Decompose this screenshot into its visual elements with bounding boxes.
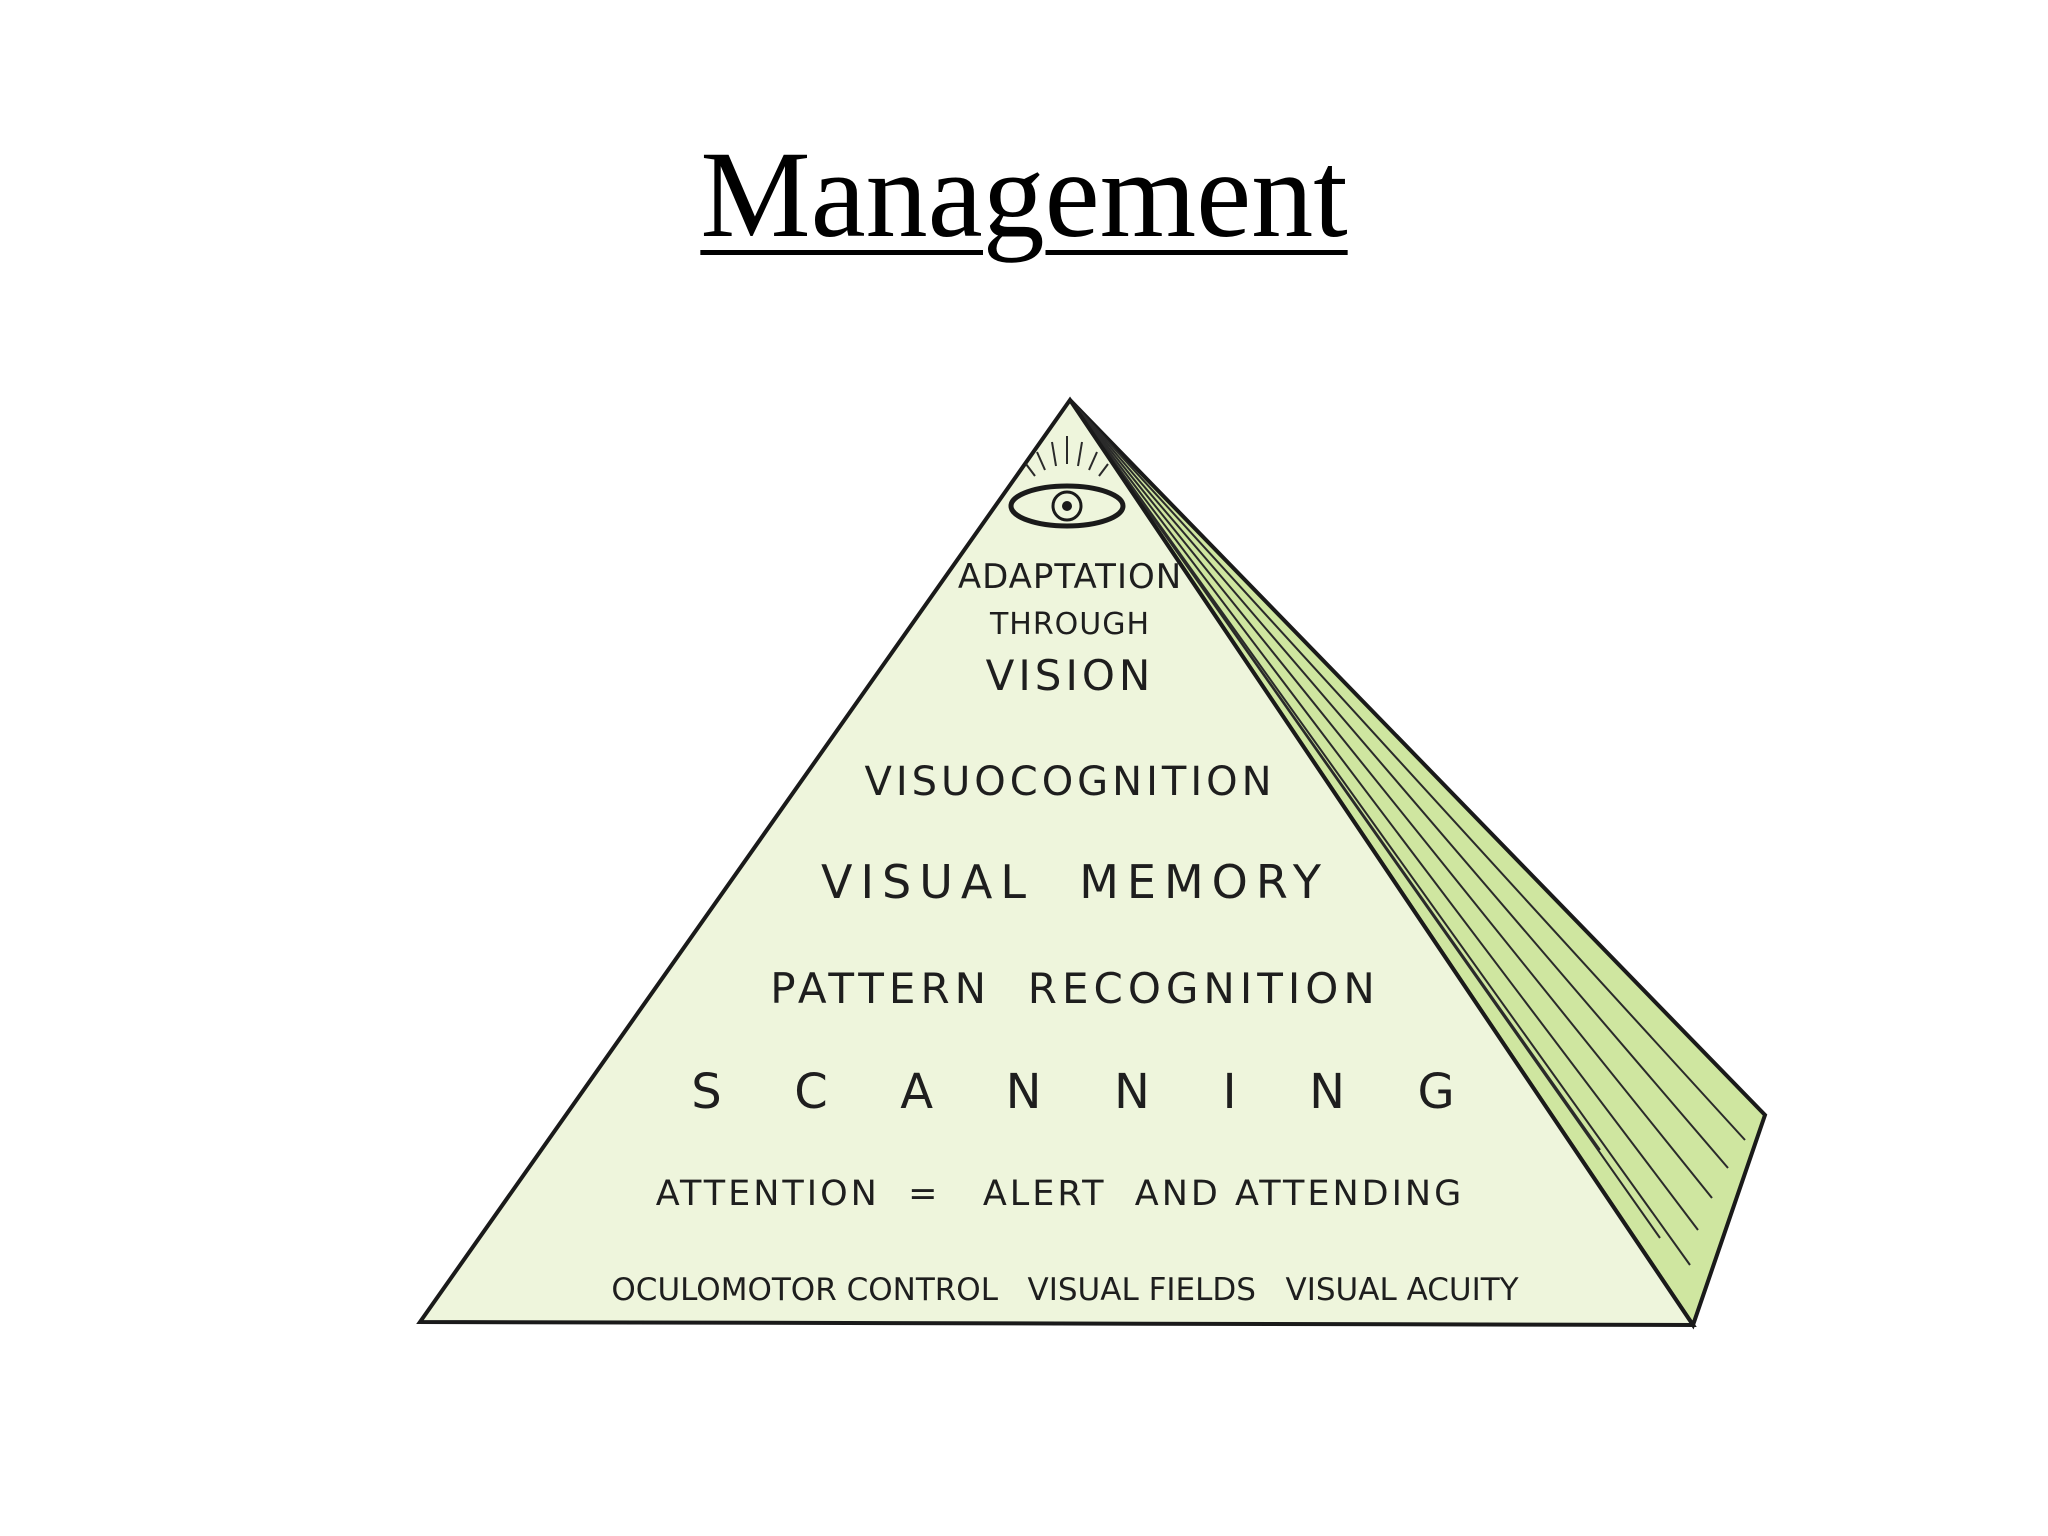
- tier-adaptation-line3: VISION: [986, 651, 1155, 700]
- tier-visual-memory: VISUAL MEMORY: [821, 855, 1329, 909]
- slide-title: Management: [0, 125, 2048, 265]
- tier-adaptation-line1: ADAPTATION: [958, 557, 1182, 597]
- slide-title-text: Management: [700, 126, 1348, 263]
- apex-rays: [1025, 436, 1109, 477]
- pyramid-front-face: [416, 396, 1697, 1328]
- pyramid-side-hatching: [1069, 399, 1746, 1266]
- tier-pattern-recognition: PATTERN RECOGNITION: [770, 964, 1380, 1013]
- tier-oculomotor-fields-acuity: OCULOMOTOR CONTROL VISUAL FIELDS VISUAL …: [611, 1272, 1518, 1308]
- tier-adaptation-line2: THROUGH: [989, 607, 1150, 642]
- tier-visuocognition: VISUOCOGNITION: [864, 759, 1275, 805]
- eye-icon: [1008, 483, 1126, 529]
- tier-scanning: S C A N N I N G: [691, 1064, 1469, 1120]
- tier-attention: ATTENTION = ALERT AND ATTENDING: [656, 1174, 1464, 1214]
